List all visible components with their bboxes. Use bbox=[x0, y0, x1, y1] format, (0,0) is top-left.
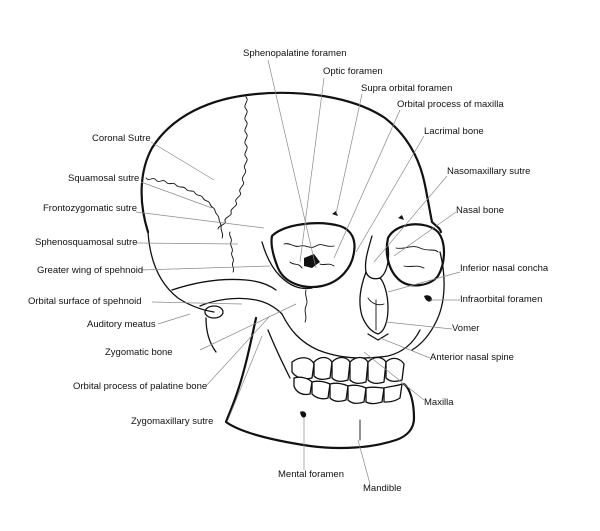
label-anterior-nasal-spine: Anterior nasal spine bbox=[430, 352, 514, 363]
right-orbit-inner bbox=[395, 246, 439, 269]
zygomatic-arch-lower bbox=[199, 297, 283, 315]
occipital-outline bbox=[147, 231, 215, 313]
label-infraorbital-foramen: Infraorbital foramen bbox=[460, 294, 542, 305]
label-lacrimal-bone: Lacrimal bone bbox=[424, 126, 484, 137]
label-greater-wing-sphenoid: Greater wing of spehnoid bbox=[37, 265, 143, 276]
label-optic-foramen: Optic foramen bbox=[323, 66, 383, 77]
nasal-bone bbox=[364, 235, 390, 280]
coronal-suture-line bbox=[217, 96, 248, 230]
zygomaxillary-suture-line bbox=[304, 289, 308, 323]
label-nasal-bone: Nasal bone bbox=[456, 205, 504, 216]
label-maxilla: Maxilla bbox=[424, 397, 454, 408]
mental-foramen-shape bbox=[300, 411, 307, 418]
nasal-aperture bbox=[359, 271, 389, 335]
supraorbital-notch-left bbox=[332, 211, 338, 216]
label-auditory-meatus: Auditory meatus bbox=[87, 319, 156, 330]
supraorbital-notch-right bbox=[398, 215, 404, 220]
label-zygomatic-bone: Zygomatic bone bbox=[105, 347, 173, 358]
anterior-nasal-spine-shape bbox=[367, 333, 389, 341]
cranium-outline bbox=[140, 91, 434, 234]
infraorbital-foramen-shape bbox=[424, 295, 432, 302]
label-inferior-nasal-concha: Inferior nasal concha bbox=[460, 263, 549, 274]
label-supra-orbital-foramen: Supra orbital foramen bbox=[361, 83, 452, 94]
label-mandible: Mandible bbox=[363, 483, 402, 494]
sphenosquamosal-suture-line bbox=[229, 231, 235, 273]
labels: Sphenopalatine foramen Optic foramen Sup… bbox=[28, 48, 549, 494]
label-sphenosquamosal-suture: Sphenosquamosal sutre bbox=[35, 237, 137, 248]
label-zygomaxillary-suture: Zygomaxillary sutre bbox=[131, 416, 213, 427]
mastoid-process bbox=[205, 317, 217, 353]
label-vomer: Vomer bbox=[452, 323, 479, 334]
maxilla-outline bbox=[281, 313, 421, 359]
lateral-orbit-rim bbox=[261, 241, 313, 290]
cheek-line bbox=[411, 251, 445, 351]
orbit-inner-fissure bbox=[283, 243, 335, 248]
auditory-meatus-opening bbox=[204, 305, 224, 319]
upper-teeth bbox=[291, 356, 405, 384]
orbit-fissure-2 bbox=[289, 261, 335, 269]
label-orbital-process-maxilla: Orbital process of maxilla bbox=[397, 99, 504, 110]
squamosal-suture-line bbox=[145, 177, 224, 239]
label-squamosal-suture: Squamosal sutre bbox=[68, 173, 139, 184]
label-orbital-process-palatine: Orbital process of palatine bone bbox=[73, 381, 207, 392]
mandible-outline bbox=[224, 316, 416, 450]
left-orbit bbox=[270, 222, 356, 289]
forehead-outline bbox=[430, 220, 443, 234]
inferior-nasal-concha bbox=[367, 297, 385, 306]
skull-illustration bbox=[140, 91, 446, 450]
zygomatic-arch bbox=[171, 278, 277, 291]
lower-teeth bbox=[293, 376, 403, 405]
label-sphenopalatine-foramen: Sphenopalatine foramen bbox=[243, 48, 347, 59]
mandible-ramus bbox=[267, 329, 291, 379]
label-mental-foramen: Mental foramen bbox=[278, 469, 344, 480]
label-orbital-surface-sphenoid: Orbital surface of spehnoid bbox=[28, 296, 142, 307]
label-nasomaxillary-suture: Nasomaxillary sutre bbox=[447, 166, 530, 177]
leader-lines bbox=[135, 59, 461, 485]
label-coronal-suture: Coronal Sutre bbox=[92, 133, 151, 144]
optic-canal-shadow bbox=[304, 254, 320, 268]
label-frontozygomatic-suture: Frontozygomatic sutre bbox=[43, 203, 137, 214]
right-orbit bbox=[385, 223, 446, 287]
